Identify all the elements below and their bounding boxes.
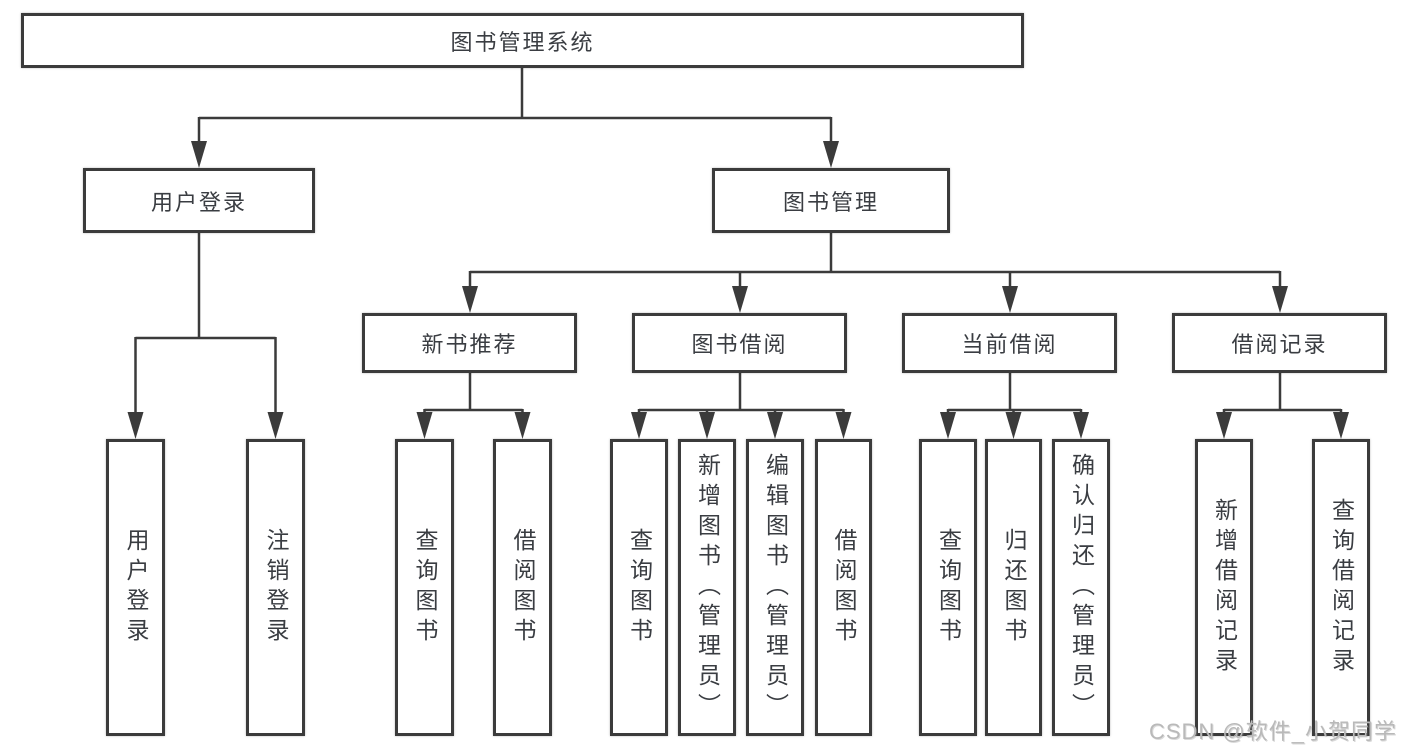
leaf-current-confirm-admin: 确认归还（管理员） <box>1052 439 1110 736</box>
node-current-borrow: 当前借阅 <box>902 313 1117 373</box>
leaf-user-login: 用户登录 <box>106 439 165 736</box>
node-book-borrow: 图书借阅 <box>632 313 847 373</box>
leaf-borrow-query: 查询图书 <box>610 439 668 736</box>
connector-newbooks-to-leaves <box>423 373 524 414</box>
node-borrow-records: 借阅记录 <box>1172 313 1387 373</box>
leaf-borrow-add-admin: 新增图书（管理员） <box>678 439 736 736</box>
connector-records-to-leaves <box>1222 373 1343 414</box>
node-book-management: 图书管理 <box>712 168 950 233</box>
leaf-borrow-edit-admin: 编辑图书（管理员） <box>746 439 804 736</box>
arrowheads <box>127 141 1349 439</box>
leaf-records-add: 新增借阅记录 <box>1195 439 1253 736</box>
connector-bookborrow-to-leaves <box>637 373 845 414</box>
leaf-borrow-borrow: 借阅图书 <box>815 439 872 736</box>
connector-currentborrow-to-leaves <box>946 373 1083 414</box>
connector-bookmgmt-to-level3 <box>468 233 1282 288</box>
connector-root-to-level2 <box>197 68 833 144</box>
node-user-login: 用户登录 <box>83 168 315 233</box>
leaf-logout: 注销登录 <box>246 439 305 736</box>
node-new-book-recommend: 新书推荐 <box>362 313 577 373</box>
leaf-current-query: 查询图书 <box>919 439 977 736</box>
connector-userlogin-to-leaves <box>134 233 277 413</box>
leaf-current-return: 归还图书 <box>985 439 1042 736</box>
csdn-watermark: CSDN @软件_小贺同学 <box>1148 719 1397 744</box>
node-root-system: 图书管理系统 <box>21 13 1024 68</box>
leaf-newbooks-borrow: 借阅图书 <box>493 439 552 736</box>
leaf-records-query: 查询借阅记录 <box>1312 439 1370 736</box>
leaf-newbooks-query: 查询图书 <box>395 439 454 736</box>
